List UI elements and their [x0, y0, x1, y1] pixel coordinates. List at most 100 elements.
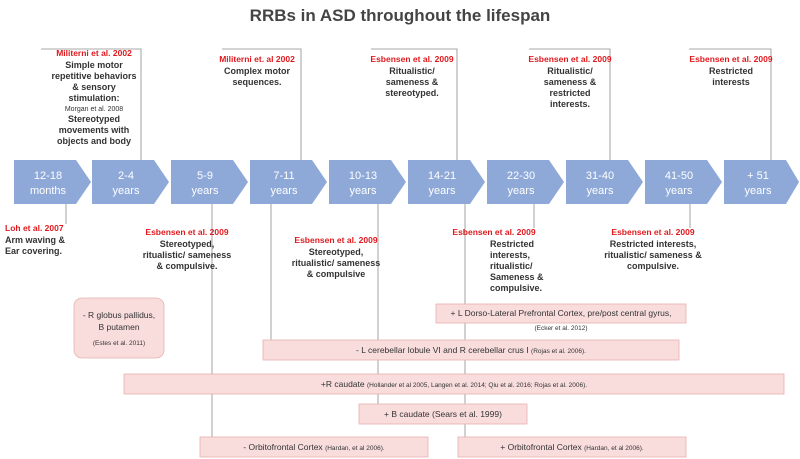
citation: Esbensen et al. 2009: [145, 227, 228, 237]
citation: Loh et al. 2007: [5, 223, 64, 233]
finding-prefix: +: [450, 308, 455, 318]
stage-arrow: + 51 years: [724, 160, 799, 204]
finding-prefix: -: [83, 310, 86, 320]
annotation-line: Restricted: [490, 239, 534, 249]
finding-text: + Orbitofrontal Cortex (Hardan, et al 20…: [500, 442, 644, 452]
stage-arrow: 12-18 months: [14, 160, 91, 204]
stage-label-line2: years: [192, 185, 219, 197]
annotation-line: ritualistic/: [490, 261, 533, 271]
stage-label-line1: 14-21: [428, 170, 456, 182]
finding-box: [123, 373, 785, 395]
stage-label-line2: years: [113, 185, 140, 197]
citation: Esbensen et al. 2009: [370, 54, 453, 64]
annotation-line: repetitive behaviors: [51, 71, 136, 81]
annotation-line: stimulation:: [69, 93, 120, 103]
finding-label: Orbitofrontal Cortex: [508, 442, 583, 452]
annotation-5-9-years: Esbensen et al. 2009 Stereotyped, ritual…: [143, 227, 232, 271]
arrow-shape: [171, 160, 248, 204]
finding-text: + B caudate (Sears et al. 1999): [384, 409, 502, 419]
finding-prefix: +: [500, 442, 505, 452]
annotation-22-30-years: Esbensen et al. 2009 Restricted interest…: [452, 227, 544, 293]
annotation-line: compulsive.: [627, 261, 679, 271]
annotation-7-11-years: Militerni et. al 2002 Complex motor sequ…: [219, 54, 295, 87]
finding-ref: (Ecker et al. 2012): [534, 325, 587, 332]
finding-ref: (Hardan, et al 2006).: [584, 445, 644, 452]
arrow-shape: [329, 160, 406, 204]
annotation-line: sameness &: [386, 77, 439, 87]
annotation-line: Stereotyped,: [309, 247, 364, 257]
finding-label: B caudate (Sears et al. 1999): [391, 409, 502, 419]
stage-label-line2: years: [271, 185, 298, 197]
annotation-line: ritualistic/ sameness: [143, 250, 232, 260]
stage-arrow: 14-21 years: [408, 160, 485, 204]
annotation-line: interests,: [490, 250, 530, 260]
finding-box: [358, 403, 528, 425]
arrow-shape: [645, 160, 722, 204]
annotation-10-13-years: Esbensen et al. 2009 Stereotyped, ritual…: [292, 235, 381, 279]
finding-text: - Orbitofrontal Cortex (Hardan, et al 20…: [243, 442, 385, 452]
citation: Esbensen et al. 2009: [611, 227, 694, 237]
annotation-line: interests: [712, 77, 750, 87]
annotation-line: stereotyped.: [385, 88, 439, 98]
stage-arrows: 12-18 months 2-4 years 5-9 years 7-11 ye…: [14, 160, 799, 204]
annotation-line: objects and body: [57, 136, 131, 146]
citation: Esbensen et al. 2009: [452, 227, 535, 237]
finding-box: [73, 297, 165, 359]
finding-dlpfc: + L Dorso-Lateral Prefrontal Cortex, pre…: [435, 303, 687, 332]
stage-arrow: 2-4 years: [92, 160, 169, 204]
finding-ref: (Hollander et al 2005, Langen et al. 201…: [367, 382, 587, 389]
annotation-line: & compulsive: [307, 269, 366, 279]
annotation-line: Simple motor: [65, 60, 123, 70]
annotation-line: sequences.: [232, 77, 281, 87]
finding-prefix: -: [356, 345, 359, 355]
finding-ref: (Rojas et al. 2006).: [531, 348, 586, 355]
stage-label-line2: months: [30, 185, 67, 197]
finding-label: L Dorso-Lateral Prefrontal Cortex, pre/p…: [458, 308, 672, 318]
finding-ref: (Estes et al. 2011): [93, 340, 145, 347]
finding-prefix: +: [384, 409, 389, 419]
stage-label-line1: 7-11: [273, 170, 294, 182]
finding-text-line2: B putamen: [98, 322, 139, 332]
annotation-line: interests.: [550, 99, 590, 109]
finding-r-caudate: +R caudate (Hollander et al 2005, Langen…: [123, 373, 785, 395]
finding-ref: (Hardan, et al 2006).: [325, 445, 385, 452]
stage-label-line2: years: [587, 185, 614, 197]
finding-text: +R caudate (Hollander et al 2005, Langen…: [321, 379, 587, 389]
annotation-line: & compulsive.: [156, 261, 217, 271]
annotation-41-50-years: Esbensen et al. 2009 Restricted interest…: [604, 227, 702, 271]
stage-arrow: 22-30 years: [487, 160, 564, 204]
annotation-51-years: Esbensen et al. 2009 Restricted interest…: [689, 54, 772, 87]
annotation-line: Complex motor: [224, 66, 291, 76]
finding-box: [457, 436, 687, 458]
annotation-line: Ear covering.: [5, 246, 62, 256]
stage-arrow: 41-50 years: [645, 160, 722, 204]
stage-label-line2: years: [666, 185, 693, 197]
finding-b-caudate: + B caudate (Sears et al. 1999): [358, 403, 528, 425]
arrow-shape: [566, 160, 643, 204]
annotation-line: restricted: [549, 88, 590, 98]
finding-prefix: +: [321, 379, 326, 389]
finding-label: L cerebellar lobule VI and R cerebellar …: [361, 345, 528, 355]
finding-ofc-decrease: - Orbitofrontal Cortex (Hardan, et al 20…: [199, 436, 429, 458]
sub-citation: Morgan et al. 2008: [65, 106, 123, 113]
citation: Militerni et al. 2002: [56, 48, 132, 58]
stage-label-line1: 41-50: [665, 170, 693, 182]
annotation-line: Ritualistic/: [547, 66, 593, 76]
citation: Esbensen et al. 2009: [689, 54, 772, 64]
finding-label: Orbitofrontal Cortex: [249, 442, 324, 452]
annotation-line: Ritualistic/: [389, 66, 435, 76]
finding-text: - L cerebellar lobule VI and R cerebella…: [356, 345, 586, 355]
finding-label: R caudate: [326, 379, 365, 389]
arrow-shape: [92, 160, 169, 204]
annotation-line: Sameness &: [490, 272, 544, 282]
annotation-line: ritualistic/ sameness &: [604, 250, 702, 260]
arrow-shape: [14, 160, 91, 204]
arrow-shape: [487, 160, 564, 204]
finding-text: - R globus pallidus,: [83, 310, 155, 320]
annotation-line: Stereotyped,: [160, 239, 215, 249]
citation: Esbensen et al. 2009: [528, 54, 611, 64]
bottom-annotations: Loh et al. 2007 Arm waving & Ear coverin…: [5, 223, 702, 293]
annotation-line: Stereotyped: [68, 114, 120, 124]
stage-label-line1: 12-18: [34, 170, 62, 182]
